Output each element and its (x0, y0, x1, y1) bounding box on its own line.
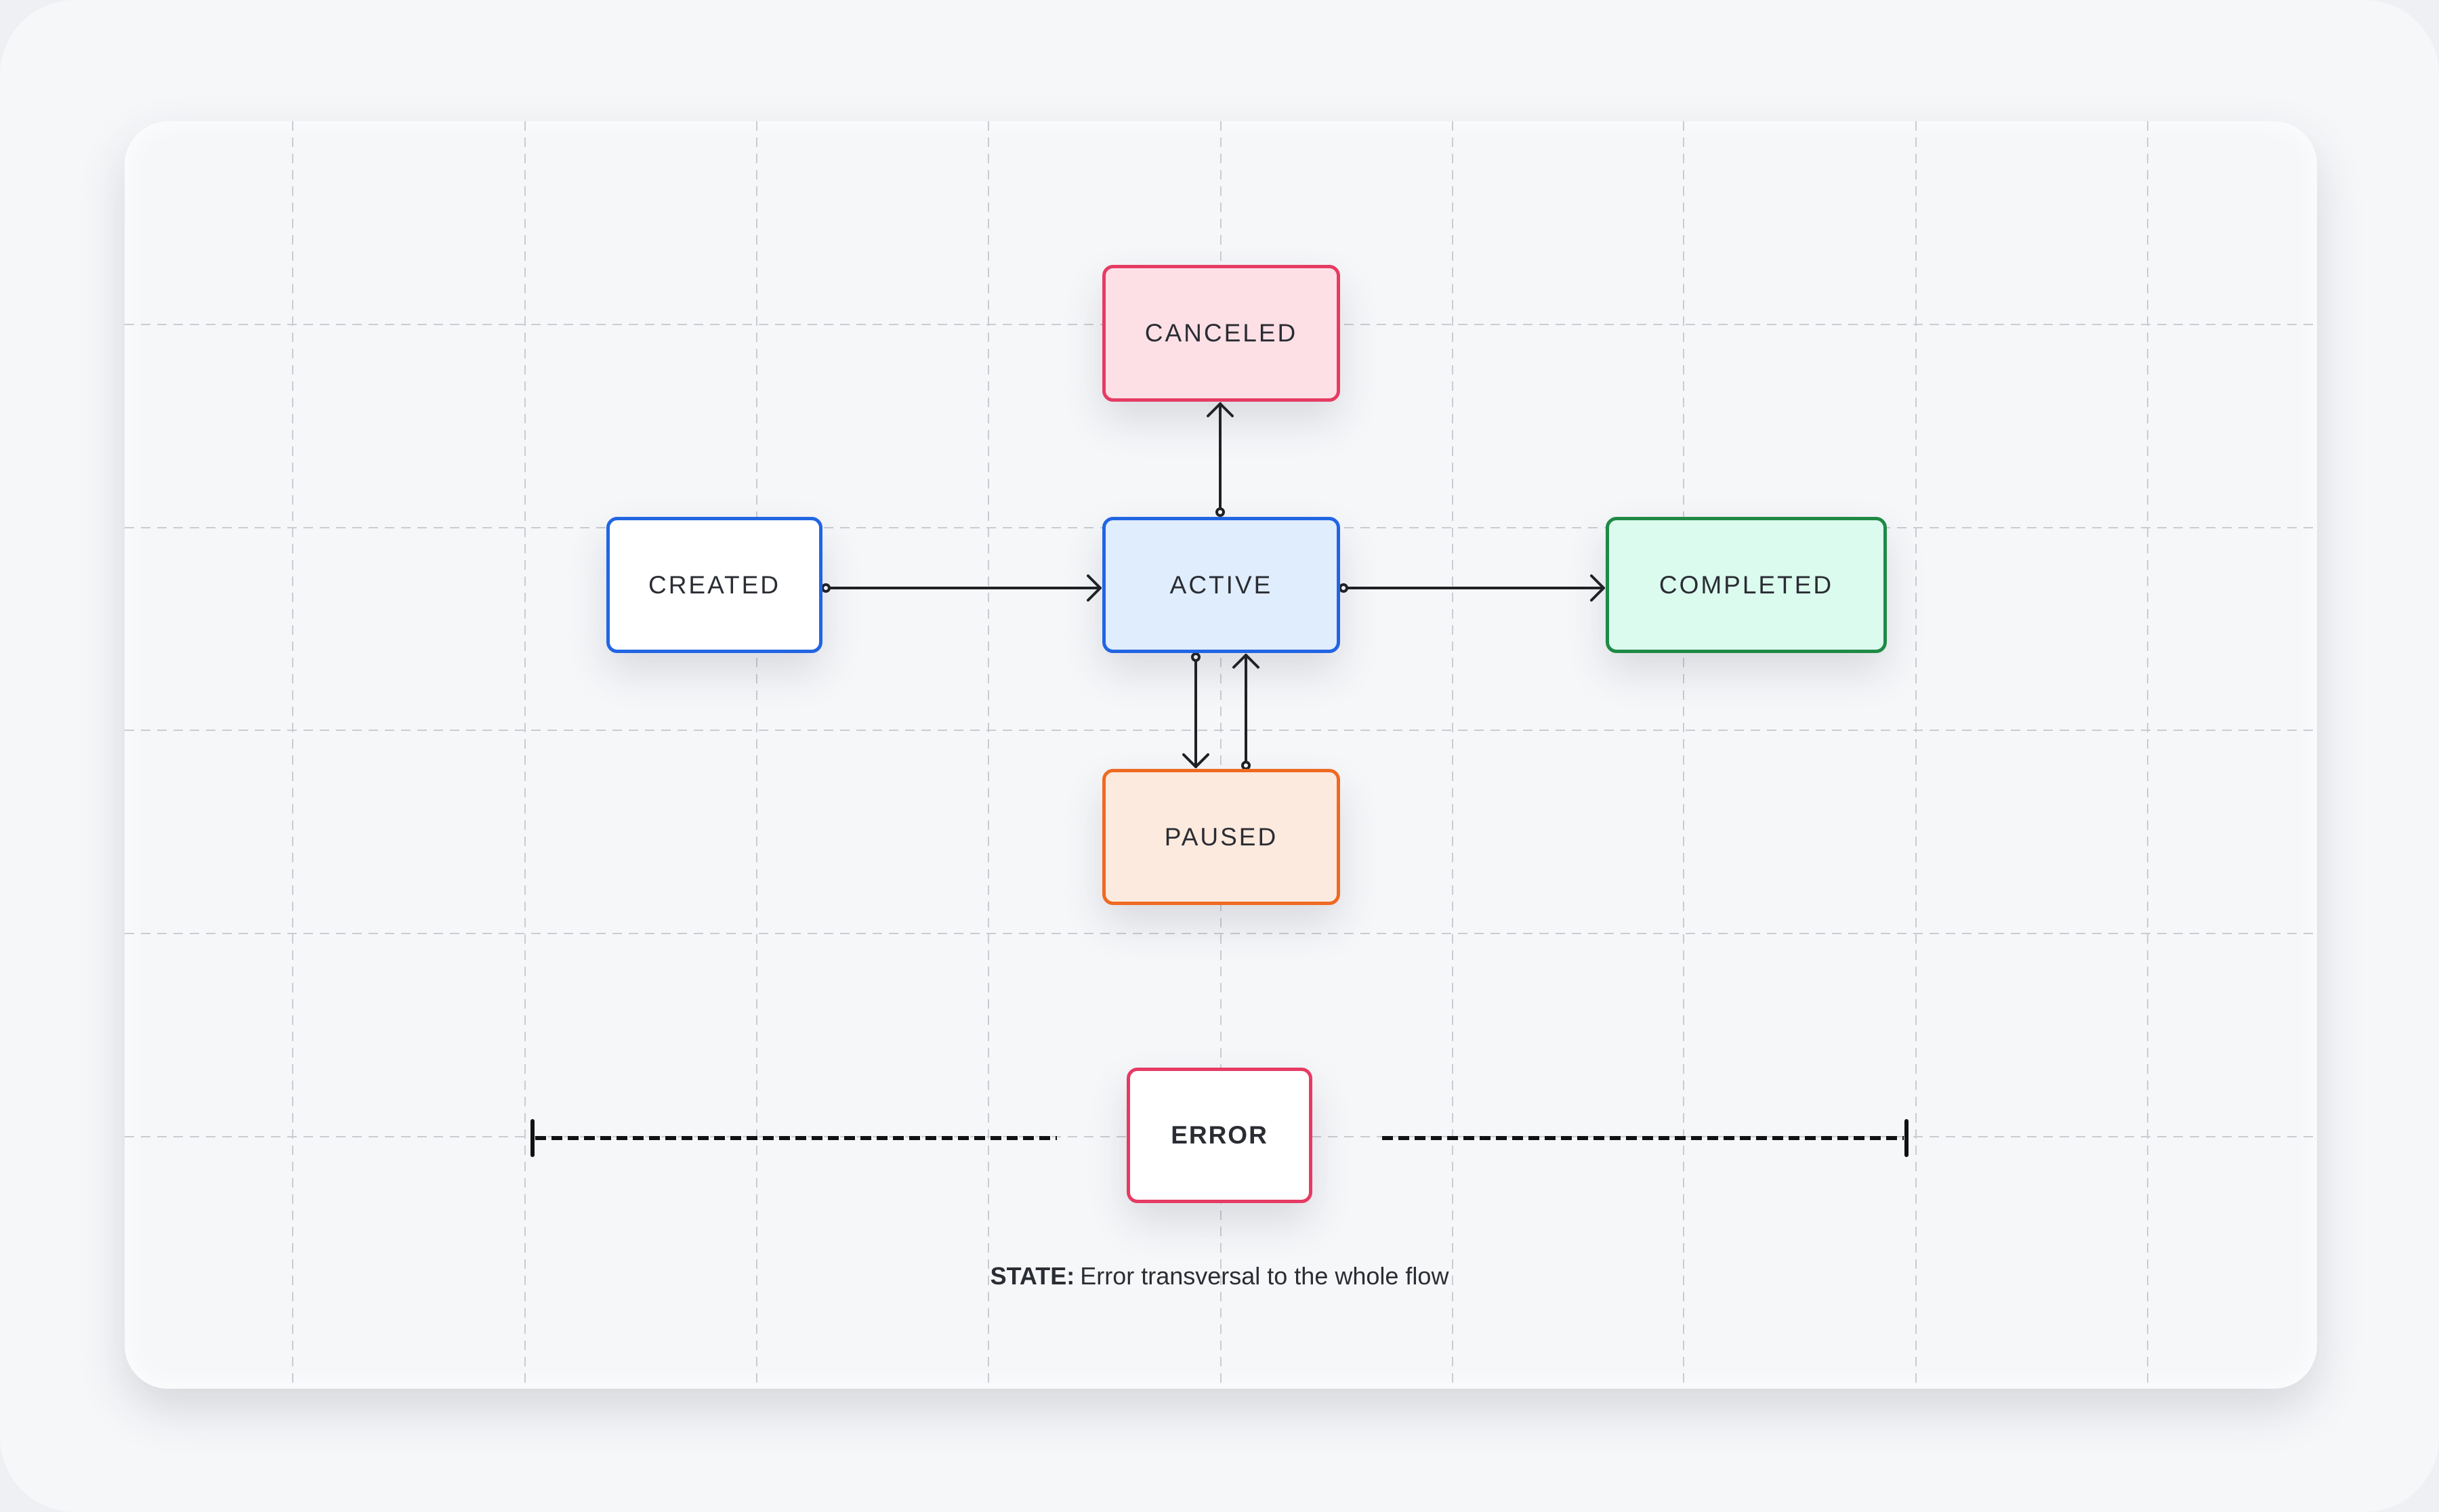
diagram-caption: STATE:Error transversal to the whole flo… (745, 1262, 1694, 1290)
transition-paused-to-active (1232, 654, 1259, 770)
state-paused[interactable]: PAUSED (1102, 769, 1340, 905)
state-created-label: CREATED (648, 570, 781, 599)
state-active[interactable]: ACTIVE (1102, 517, 1340, 653)
state-created[interactable]: CREATED (606, 517, 822, 653)
caption-label: STATE: (990, 1262, 1075, 1290)
state-error-label: ERROR (1171, 1121, 1268, 1149)
transition-active-to-paused (1182, 652, 1209, 768)
caption-text: Error transversal to the whole flow (1080, 1262, 1449, 1290)
error-span-line (530, 1119, 1909, 1157)
transition-active-to-canceled (1207, 402, 1234, 517)
state-error[interactable]: ERROR (1127, 1068, 1312, 1203)
transition-active-to-completed (1339, 574, 1605, 602)
state-canceled[interactable]: CANCELED (1102, 265, 1340, 402)
state-paused-label: PAUSED (1164, 822, 1278, 851)
state-completed-label: COMPLETED (1659, 570, 1834, 599)
state-canceled-label: CANCELED (1144, 319, 1298, 347)
transition-created-to-active (821, 574, 1102, 602)
state-active-label: ACTIVE (1169, 570, 1273, 599)
state-completed[interactable]: COMPLETED (1606, 517, 1887, 653)
